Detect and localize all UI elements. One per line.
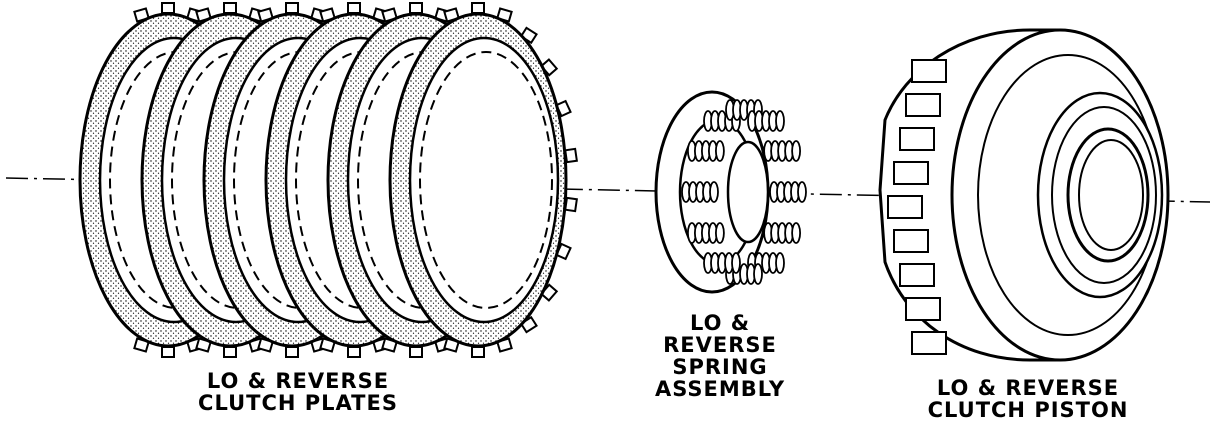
plate-tooth bbox=[161, 346, 175, 358]
clutch-piston-label-line-2: CLUTCH PISTON bbox=[927, 398, 1129, 423]
spring-assembly-label-line-3: SPRING bbox=[672, 355, 768, 380]
spring-coil-turn bbox=[731, 252, 741, 274]
piston-rib bbox=[911, 59, 947, 83]
plate-tooth bbox=[409, 346, 423, 358]
spring-coil-turn bbox=[791, 222, 802, 244]
clutch-plates-stack bbox=[78, 2, 578, 358]
spring-coil-turn bbox=[775, 110, 785, 132]
clutch-piston-label: LO & REVERSE CLUTCH PISTON bbox=[918, 377, 1138, 421]
plate-tooth bbox=[471, 2, 485, 14]
coil-spring bbox=[763, 222, 802, 244]
piston-rib bbox=[911, 331, 947, 355]
spring-assembly-label: LO & REVERSE SPRING ASSEMBLY bbox=[640, 312, 800, 400]
plate-tooth bbox=[285, 346, 299, 358]
coil-spring bbox=[681, 181, 719, 203]
plate-tooth bbox=[347, 346, 361, 358]
piston-bore-inner bbox=[1078, 139, 1144, 251]
piston-rib bbox=[899, 127, 935, 151]
spring-coil-turn bbox=[797, 181, 807, 203]
coil-spring bbox=[763, 140, 802, 162]
clutch-plates-label-line-1: LO & REVERSE bbox=[206, 369, 390, 393]
spring-coil-turn bbox=[709, 181, 719, 203]
piston-ribs bbox=[887, 59, 947, 355]
spring-coil-turn bbox=[714, 222, 725, 244]
piston-rib bbox=[905, 93, 941, 117]
plate-tooth bbox=[223, 346, 237, 358]
spring-coil-turn bbox=[791, 140, 802, 162]
piston-rib bbox=[887, 195, 923, 219]
plate-tooth bbox=[564, 196, 578, 213]
coil-spring bbox=[747, 110, 785, 132]
coil-spring bbox=[686, 222, 725, 244]
clutch-plates-label-line-2: CLUTCH PLATES bbox=[198, 391, 398, 416]
piston-rib bbox=[893, 229, 929, 253]
piston-bore bbox=[1066, 127, 1150, 263]
plate-tooth bbox=[347, 2, 361, 14]
spring-assembly-label-line-1: LO & bbox=[689, 311, 751, 335]
spring-coil-turn bbox=[753, 263, 763, 285]
coil-springs bbox=[681, 99, 807, 285]
spring-retainer-hub bbox=[726, 140, 770, 244]
plate-inner-edge bbox=[408, 36, 560, 324]
piston-rib bbox=[899, 263, 935, 287]
spring-assembly bbox=[654, 90, 807, 294]
spring-assembly-label-line-4: ASSEMBLY bbox=[654, 377, 786, 402]
plate-tooth bbox=[471, 346, 485, 358]
spring-assembly-label-line-2: REVERSE bbox=[663, 333, 777, 358]
clutch-piston bbox=[878, 28, 1170, 362]
piston-step-ring bbox=[1051, 106, 1157, 284]
coil-spring bbox=[686, 140, 725, 162]
plate-tooth bbox=[409, 2, 423, 14]
coil-spring bbox=[703, 252, 741, 274]
spring-coil-turn bbox=[775, 252, 785, 274]
clutch-plates-label: LO & REVERSE CLUTCH PLATES bbox=[188, 370, 408, 414]
coil-spring bbox=[769, 181, 807, 203]
clutch-piston-label-line-1: LO & REVERSE bbox=[936, 376, 1120, 400]
piston-rib bbox=[893, 161, 929, 185]
plate-tooth bbox=[161, 2, 175, 14]
spring-coil-turn bbox=[714, 140, 725, 162]
clutch-plate bbox=[388, 2, 578, 358]
plate-tooth bbox=[285, 2, 299, 14]
plate-splines bbox=[419, 51, 553, 309]
plate-tooth bbox=[223, 2, 237, 14]
plate-tooth bbox=[564, 147, 578, 164]
piston-rib bbox=[905, 297, 941, 321]
